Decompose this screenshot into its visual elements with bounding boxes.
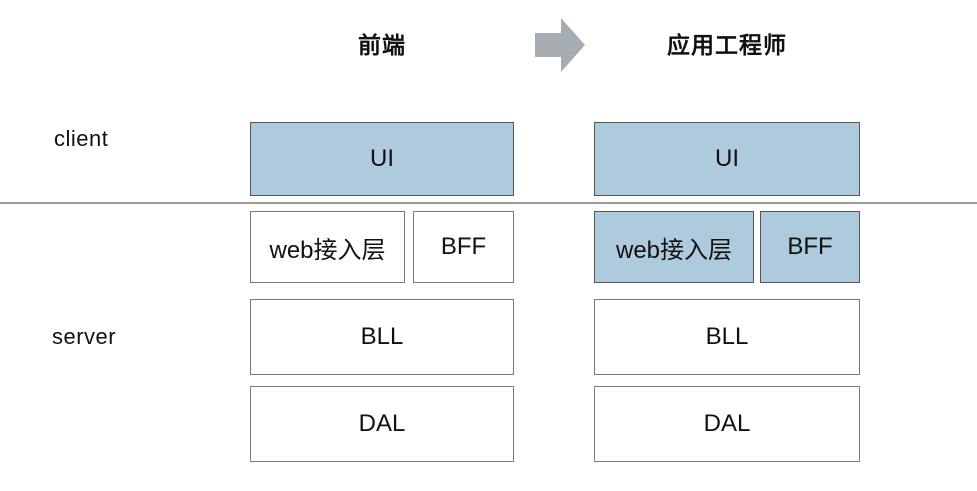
column-title-frontend: 前端: [358, 32, 406, 58]
right-bll-box: BLL: [594, 299, 860, 375]
client-server-divider: [0, 202, 977, 204]
right-ui-box: UI: [594, 122, 860, 196]
right-bff-box: BFF: [760, 211, 860, 283]
left-ui-box: UI: [250, 122, 514, 196]
left-bll-box: BLL: [250, 299, 514, 375]
left-web-access-layer-box: web接入层: [250, 211, 405, 283]
right-web-access-layer-box: web接入层: [594, 211, 754, 283]
server-label: server: [52, 324, 117, 349]
left-dal-box: DAL: [250, 386, 514, 462]
left-bff-box: BFF: [413, 211, 514, 283]
column-title-app-engineer: 应用工程师: [667, 32, 787, 58]
client-label: client: [54, 126, 109, 151]
transform-right-arrow-icon: [535, 18, 585, 72]
right-dal-box: DAL: [594, 386, 860, 462]
